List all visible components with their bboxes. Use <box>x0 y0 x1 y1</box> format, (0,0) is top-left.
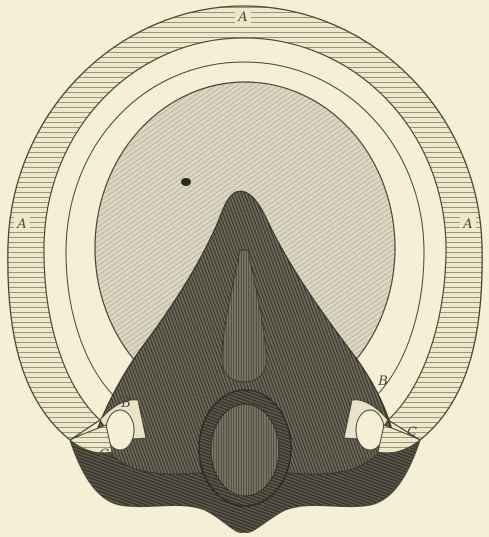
label-right-bar: B <box>377 374 388 389</box>
label-right-side: A <box>462 217 472 232</box>
label-left-side: A <box>16 217 26 232</box>
label-left-bar: B <box>120 396 131 411</box>
frog-center-inner <box>211 404 279 496</box>
label-right-heel: C <box>407 425 417 440</box>
sole-mark <box>181 178 191 186</box>
label-left-heel: C <box>99 447 109 462</box>
label-top: A <box>237 10 247 25</box>
